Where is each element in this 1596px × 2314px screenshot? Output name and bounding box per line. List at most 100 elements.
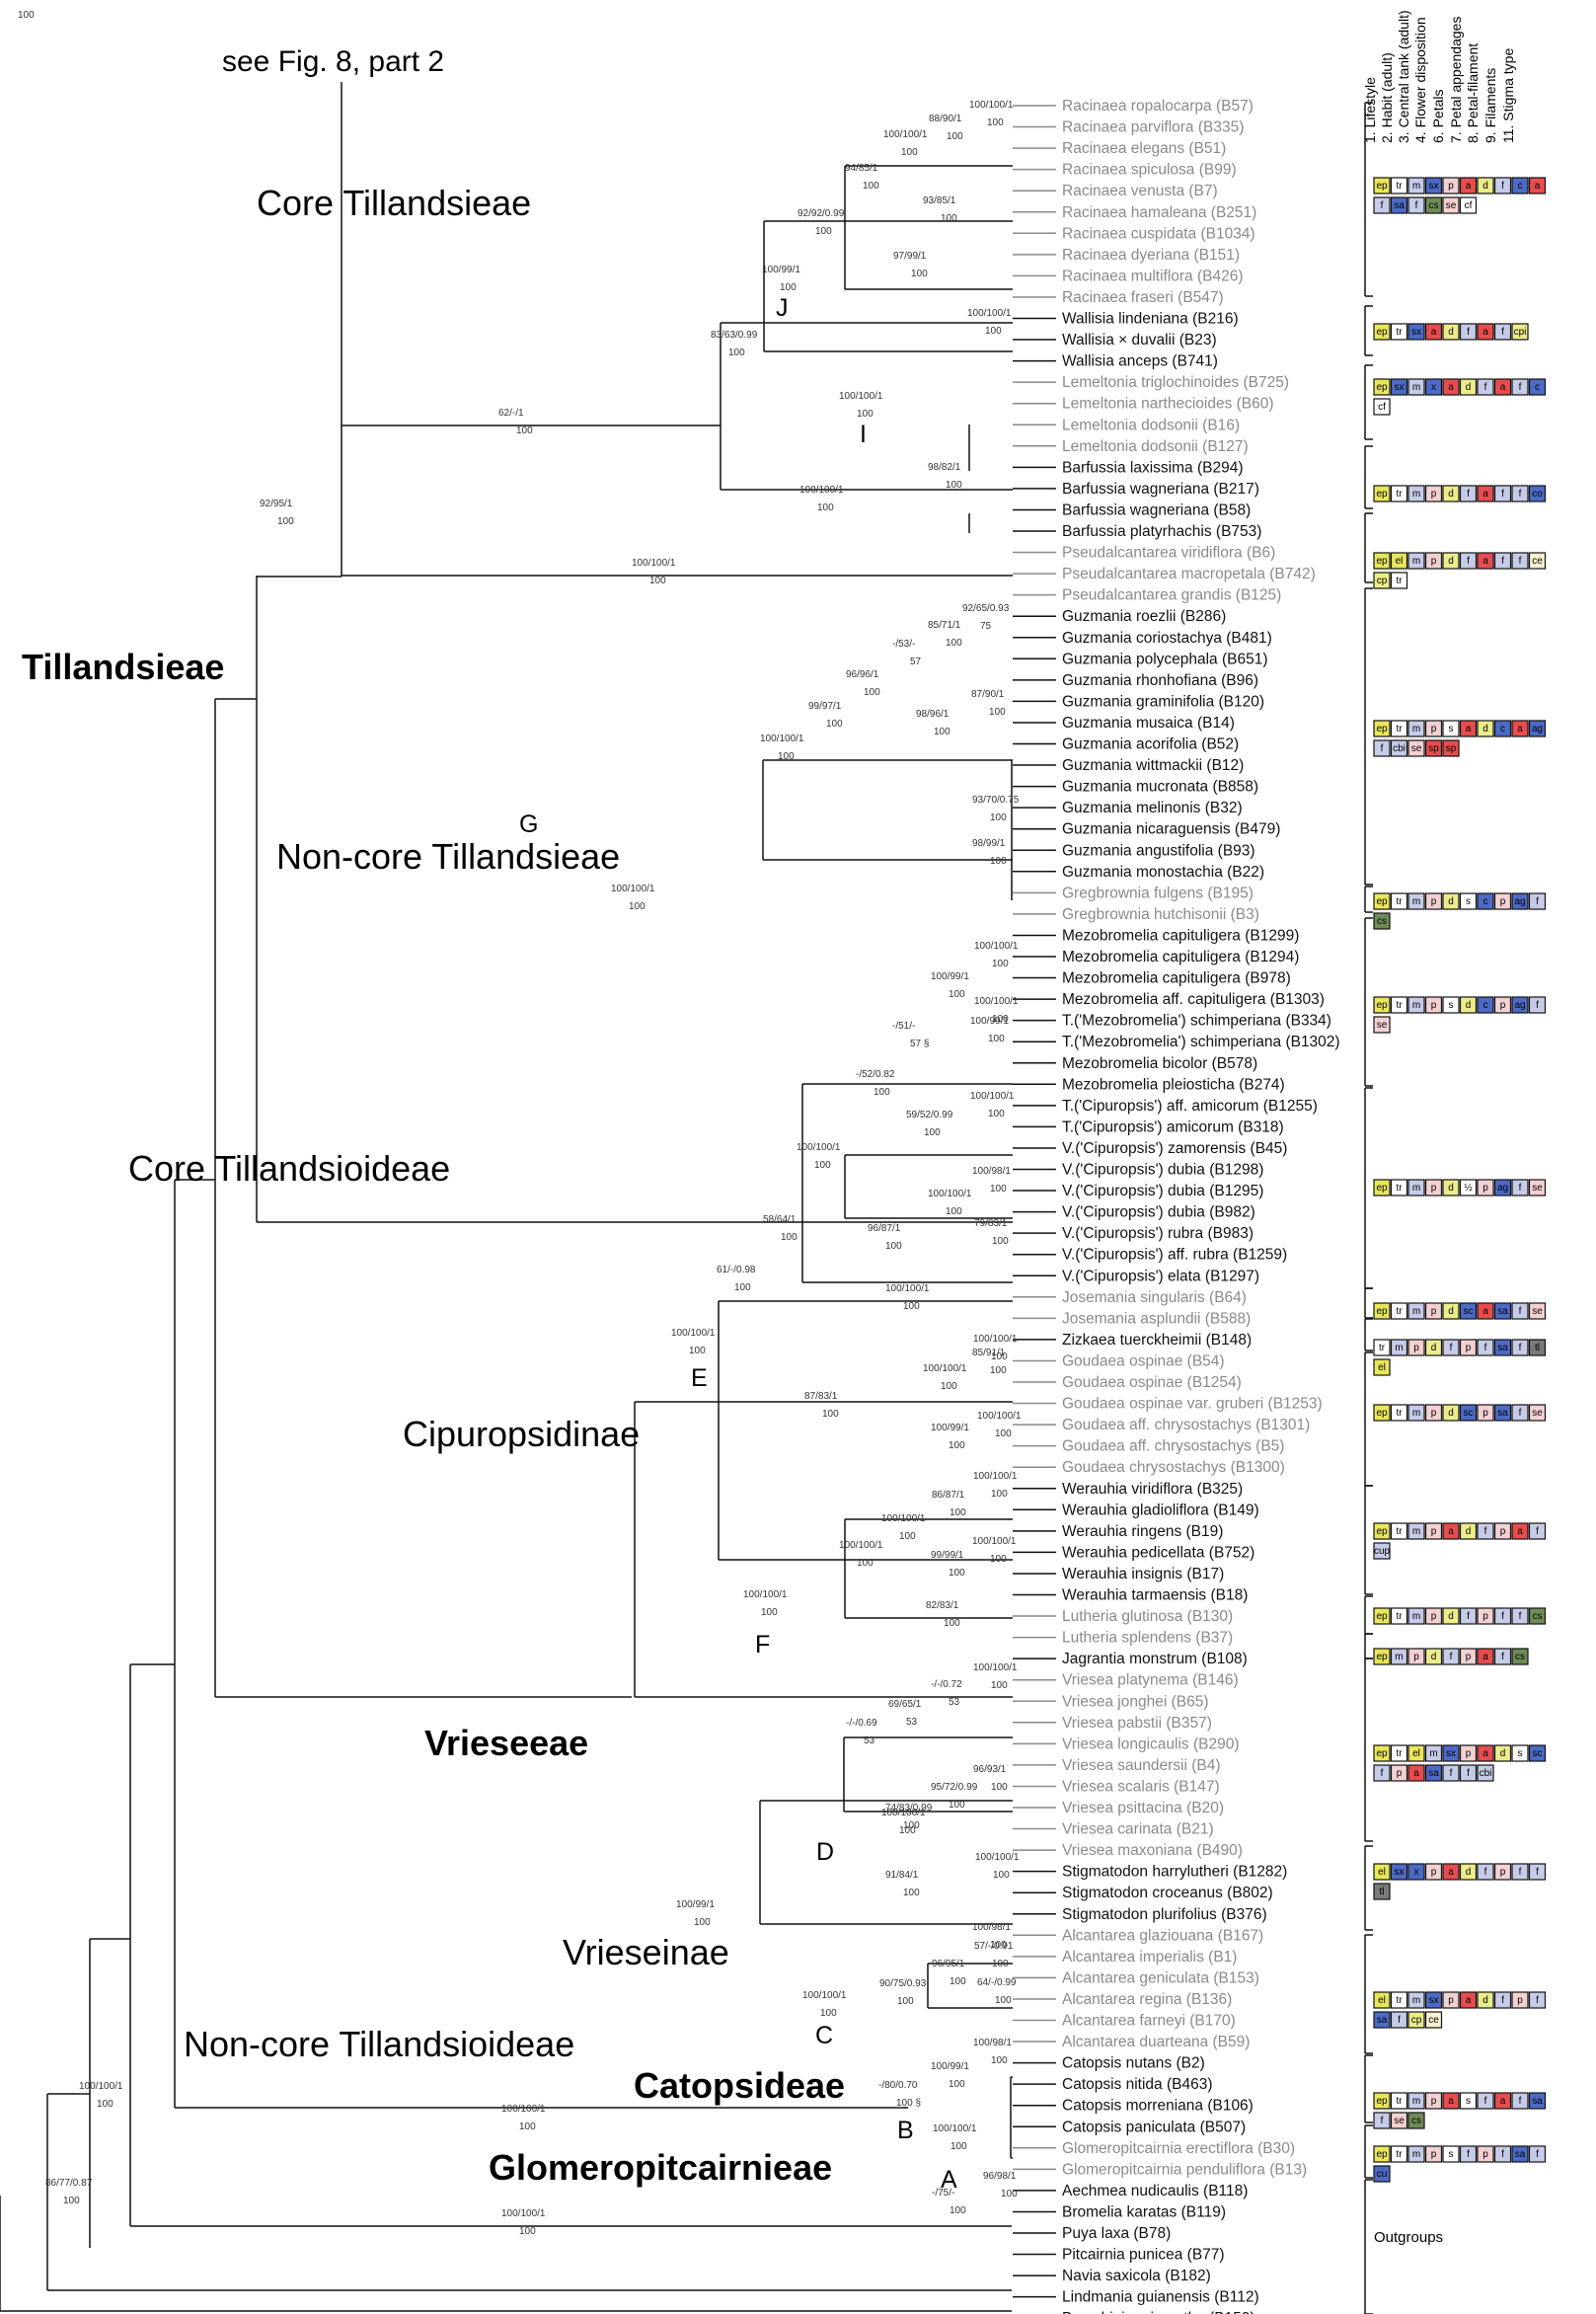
trait-cell xyxy=(1511,1339,1529,1356)
trait-code: m xyxy=(1412,1183,1420,1194)
support-label: -/80/0.70 xyxy=(878,2080,918,2091)
trait-code: f xyxy=(1450,1652,1453,1662)
trait-code: ep xyxy=(1376,2096,1388,2107)
trait-cell xyxy=(1528,1863,1547,1881)
trait-cell xyxy=(1424,485,1443,502)
trait-code: sa xyxy=(1532,2096,1543,2107)
trait-cell xyxy=(1528,1607,1547,1625)
trait-cell xyxy=(1477,996,1494,1014)
trait-code: f xyxy=(1381,1768,1384,1779)
trait-cell xyxy=(1459,892,1478,910)
support-label: 100/100/1 xyxy=(883,129,928,140)
clade-noncore-tillandsioideae: Non-core Tillandsioideae xyxy=(184,2024,574,2064)
taxon-label: Guzmania acorifolia (B52) xyxy=(1062,736,1239,753)
support-bootstrap: 100 xyxy=(863,181,879,192)
trait-code: p xyxy=(1431,724,1437,734)
trait-cell xyxy=(1442,892,1460,910)
support-bootstrap: 100 xyxy=(941,213,957,224)
trait-cell xyxy=(1528,1339,1547,1356)
support-label: 87/90/1 xyxy=(971,689,1005,700)
taxon-label: V.('Cipuropsis') elata (B1297) xyxy=(1062,1268,1259,1284)
trait-header: 2. Habit (adult) xyxy=(1379,52,1395,143)
trait-code: p xyxy=(1448,1995,1454,2006)
trait-code: ep xyxy=(1376,1611,1388,1622)
taxon-label: Barfussia wagneriana (B217) xyxy=(1062,481,1259,498)
trait-code: ep xyxy=(1376,1408,1388,1419)
trait-code: se xyxy=(1394,2116,1405,2126)
support-label: -/-/0.69 xyxy=(846,1718,877,1729)
support-bootstrap: 100 xyxy=(990,1365,1007,1376)
taxon-label: Goudaea aff. chrysostachys (B1301) xyxy=(1062,1417,1310,1433)
support-label: 100/100/1 xyxy=(797,1142,841,1153)
trait-code: d xyxy=(1466,1867,1472,1878)
taxon-label: V.('Cipuropsis') dubia (B1295) xyxy=(1062,1183,1263,1199)
support-bootstrap: 100 xyxy=(903,1888,920,1898)
trait-code: ag xyxy=(1514,1000,1525,1011)
trait-header: 11. Stigma type xyxy=(1500,48,1516,143)
trait-code: el xyxy=(1378,1362,1386,1373)
trait-cell xyxy=(1390,1744,1408,1762)
trait-code: ag xyxy=(1497,1183,1508,1194)
trait-code: sa xyxy=(1497,1408,1508,1419)
support-bootstrap: 100 xyxy=(815,226,832,237)
trait-code: m xyxy=(1412,556,1420,567)
trait-code: sa xyxy=(1428,1768,1439,1779)
trait-cell xyxy=(1407,1764,1425,1782)
taxon-label: Werauhia pedicellata (B752) xyxy=(1062,1544,1254,1561)
support-label: 98/82/1 xyxy=(928,462,961,473)
taxon-label: Vriesea scalaris (B147) xyxy=(1062,1778,1220,1795)
taxon-label: Lemeltonia dodsonii (B16) xyxy=(1062,417,1240,433)
taxon-label: Pitcairnia punicea (B77) xyxy=(1062,2247,1225,2264)
trait-code: f xyxy=(1484,1343,1487,1353)
clade-core-tillandsieae: Core Tillandsieae xyxy=(257,183,531,223)
support-bootstrap: 100 xyxy=(950,1976,966,1987)
trait-code: f xyxy=(1519,1306,1522,1317)
support-bootstrap: 100 xyxy=(990,812,1007,823)
trait-cell xyxy=(1390,1991,1408,2009)
trait-code: f xyxy=(1501,327,1504,338)
trait-cell xyxy=(1407,2145,1425,2163)
trait-cell xyxy=(1373,1764,1391,1782)
support-bootstrap: 100 xyxy=(63,2196,80,2206)
trait-cell xyxy=(1407,996,1425,1014)
clade-vrieseeae: Vrieseeae xyxy=(424,1723,588,1763)
taxon-label: Barfussia laxissima (B294) xyxy=(1062,459,1243,476)
trait-cell xyxy=(1493,720,1512,737)
trait-code: ce xyxy=(1532,556,1543,567)
trait-cell xyxy=(1442,1179,1460,1196)
taxon-label: Guzmania mucronata (B858) xyxy=(1062,779,1258,796)
support-label: 100/100/1 xyxy=(743,1589,788,1600)
trait-cell xyxy=(1477,1607,1494,1625)
trait-cell xyxy=(1424,1179,1443,1196)
support-label: 100/98/1 xyxy=(972,1166,1011,1177)
trait-code: f xyxy=(1415,200,1418,211)
support-bootstrap: 100 xyxy=(734,1282,751,1293)
trait-cell xyxy=(1390,1179,1408,1196)
support-bootstrap: 100 xyxy=(864,687,880,698)
support-label: 100/100/1 xyxy=(760,733,804,744)
trait-cell xyxy=(1407,1991,1425,2009)
trait-cell xyxy=(1493,1339,1512,1356)
trait-code: cs xyxy=(1515,1652,1525,1662)
trait-cell xyxy=(1407,892,1425,910)
support-bootstrap: 100 xyxy=(995,1428,1012,1439)
trait-code: p xyxy=(1448,181,1454,192)
trait-code: sp xyxy=(1446,743,1457,754)
support-bootstrap: 100 xyxy=(694,1917,711,1928)
taxon-label: Guzmania polycephala (B651) xyxy=(1062,651,1268,667)
trait-code: ce xyxy=(1428,2015,1439,2026)
support-bootstrap: 100 xyxy=(991,1782,1008,1793)
trait-code: ep xyxy=(1376,1652,1388,1662)
support-label: -/51/- xyxy=(892,1021,915,1032)
trait-code: p xyxy=(1431,896,1437,907)
taxon-label: Mezobromelia aff. capituligera (B1303) xyxy=(1062,991,1325,1008)
trait-code: tl xyxy=(1535,1343,1540,1353)
support-bootstrap: 100 xyxy=(649,576,666,586)
support-label: 92/95/1 xyxy=(260,499,293,509)
taxon-label: Gregbrownia fulgens (B195) xyxy=(1062,885,1254,901)
taxon-label: Puya laxa (B78) xyxy=(1062,2225,1171,2242)
trait-cell xyxy=(1373,196,1391,214)
support-bootstrap: 100 xyxy=(857,409,874,420)
trait-cell xyxy=(1390,1863,1408,1881)
trait-cell xyxy=(1373,1863,1391,1881)
